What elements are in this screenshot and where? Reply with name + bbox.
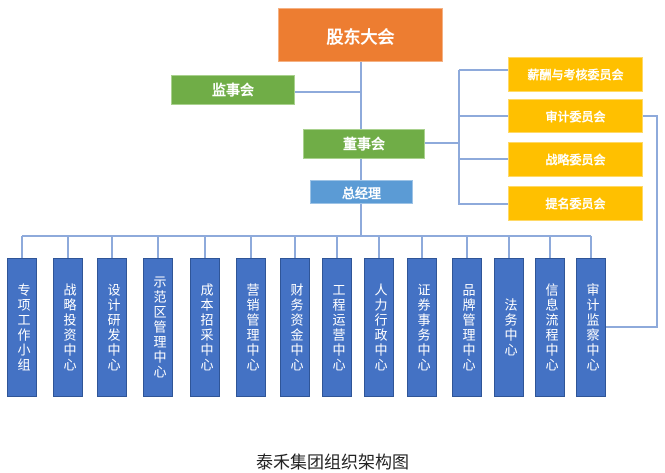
department-box[interactable]: 品牌管理中心: [452, 258, 482, 397]
shareholders-meeting-box[interactable]: 股东大会: [278, 8, 443, 62]
department-box[interactable]: 法务中心: [494, 258, 524, 397]
general-manager-box[interactable]: 总经理: [310, 180, 413, 204]
department-box[interactable]: 示范区管理中心: [143, 258, 173, 397]
department-box[interactable]: 信息流程中心: [535, 258, 565, 397]
department-box[interactable]: 营销管理中心: [236, 258, 266, 397]
chart-caption: 泰禾集团组织架构图: [256, 453, 409, 473]
department-box[interactable]: 成本招采中心: [190, 258, 220, 397]
department-label: 营销管理中心: [243, 282, 259, 373]
department-label: 审计监察中心: [583, 282, 599, 373]
committee-nomination-box[interactable]: 提名委员会: [508, 186, 643, 221]
department-label: 信息流程中心: [542, 282, 558, 373]
committee-label: 审计委员会: [545, 109, 606, 124]
department-box[interactable]: 专项工作小组: [7, 258, 37, 397]
committee-audit-box[interactable]: 审计委员会: [508, 99, 643, 133]
department-label: 法务中心: [501, 297, 517, 358]
department-label: 示范区管理中心: [150, 275, 166, 380]
department-label: 成本招采中心: [197, 282, 213, 373]
committee-label: 提名委员会: [545, 197, 606, 211]
department-box[interactable]: 财务资金中心: [280, 258, 310, 397]
department-box[interactable]: 设计研发中心: [97, 258, 127, 397]
supervisory-board-label: 监事会: [212, 83, 254, 99]
department-label: 财务资金中心: [287, 282, 303, 373]
shareholders-meeting-label: 股东大会: [326, 27, 395, 48]
audit-link-line: [606, 115, 658, 328]
department-box[interactable]: 人力行政中心: [364, 258, 394, 397]
department-label: 专项工作小组: [14, 282, 30, 373]
department-box[interactable]: 工程运营中心: [322, 258, 352, 397]
department-label: 人力行政中心: [371, 282, 387, 373]
board-of-directors-box[interactable]: 董事会: [303, 129, 425, 159]
department-box[interactable]: 审计监察中心: [576, 258, 606, 397]
general-manager-label: 总经理: [341, 186, 381, 202]
department-label: 工程运营中心: [329, 282, 345, 373]
department-label: 战略投资中心: [60, 282, 76, 373]
department-label: 品牌管理中心: [459, 282, 475, 373]
department-label: 证券事务中心: [414, 282, 430, 373]
board-of-directors-label: 董事会: [343, 137, 385, 153]
committee-compensation-box[interactable]: 薪酬与考核委员会: [508, 57, 643, 92]
department-box[interactable]: 证券事务中心: [407, 258, 437, 397]
supervisory-board-box[interactable]: 监事会: [171, 75, 295, 105]
committee-label: 薪酬与考核委员会: [527, 68, 624, 82]
department-box[interactable]: 战略投资中心: [53, 258, 83, 397]
committee-strategy-box[interactable]: 战略委员会: [508, 142, 643, 177]
committee-label: 战略委员会: [545, 153, 606, 167]
department-label: 设计研发中心: [104, 282, 120, 373]
